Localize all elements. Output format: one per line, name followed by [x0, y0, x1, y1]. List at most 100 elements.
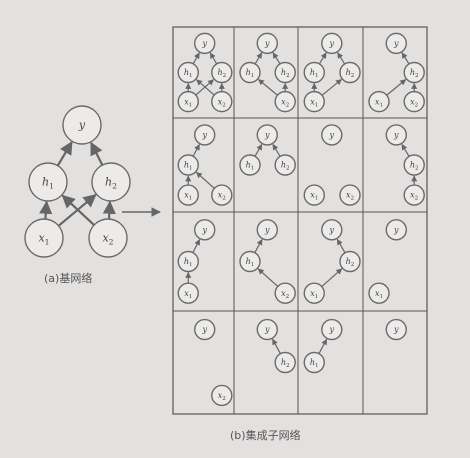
- sub14-node-h2-circle: [274, 351, 296, 374]
- sub3-edge-h1-y: [318, 52, 327, 65]
- base-node-h1-circle: [28, 162, 68, 202]
- sub1-node-y-label: y: [201, 39, 207, 48]
- sub5-node-x2-circle: [211, 184, 233, 206]
- sub3-node-h1-label: h1: [310, 68, 319, 79]
- sub9-node-x1: x1: [177, 282, 199, 304]
- grid-border: [172, 26, 428, 415]
- sub7-node-y-label: y: [329, 131, 335, 140]
- sub7-node-x2-circle: [339, 184, 361, 206]
- sub15-node-y-circle: [321, 318, 343, 341]
- base-node-x2: x2: [88, 218, 128, 258]
- sub1-node-x1-label: x1: [184, 97, 192, 108]
- base-node-y-circle: [62, 105, 102, 145]
- sub10-edge-x2-h1: [257, 268, 279, 287]
- sub11-node-h2-circle: [339, 250, 361, 273]
- sub11-node-y-label: y: [329, 225, 335, 234]
- subnetwork-cell: yh2: [256, 318, 296, 374]
- sub1-node-x2-label: x2: [218, 97, 227, 108]
- sub1-node-h1: h1: [177, 61, 199, 84]
- sub4-node-h2-circle: [403, 61, 425, 84]
- sub16-node-y-circle: [385, 318, 407, 341]
- sub6-edge-h2-y: [272, 143, 281, 157]
- sub4-edge-h2-y: [401, 52, 410, 65]
- sub1-node-x1-circle: [177, 90, 199, 113]
- sub5-node-h1: h1: [177, 154, 199, 176]
- sub7-node-x1-circle: [303, 184, 325, 206]
- sub5-node-x1-circle: [177, 184, 199, 206]
- sub7-node-x2-label: x2: [346, 191, 355, 202]
- sub10-node-x2-label: x2: [281, 289, 290, 300]
- sub13-node-x2-circle: [211, 384, 233, 407]
- sub11-node-h2-label: h2: [346, 257, 355, 268]
- sub5-node-h1-label: h1: [184, 161, 193, 172]
- base-node-x1-label: x1: [38, 232, 49, 247]
- sub12-node-x1: x1: [368, 282, 390, 304]
- sub13-node-x2: x2: [211, 384, 233, 407]
- sub11-node-y-circle: [321, 219, 343, 241]
- sub2-node-h2-circle: [274, 61, 296, 84]
- sub6-node-h1-label: h1: [246, 161, 255, 172]
- sub8-node-x2-label: x2: [410, 191, 419, 202]
- sub11-edge-x1-h2: [321, 268, 343, 287]
- sub12-node-y: y: [385, 219, 407, 241]
- sub5-node-x2: x2: [211, 184, 233, 206]
- sub1-node-y: y: [194, 32, 216, 55]
- sub14-node-h2: h2: [274, 351, 296, 374]
- sub5-node-y-label: y: [201, 131, 207, 140]
- subnetwork-cell: y h1 h2 x1 x2: [177, 32, 233, 113]
- sub14-node-y-circle: [256, 318, 278, 341]
- subnetwork-cell: y h1 h2 x2: [239, 32, 296, 113]
- sub3-node-y-circle: [321, 32, 343, 55]
- sub4-node-h2-label: h2: [410, 68, 419, 79]
- sub15-node-h1-label: h1: [310, 358, 319, 369]
- sub10-node-y-label: y: [264, 225, 270, 234]
- sub3-node-x1: x1: [303, 90, 325, 113]
- sub3-edge-x1-h2: [321, 78, 342, 96]
- sub1-node-h2: h2: [211, 61, 233, 84]
- sub2-node-h2-label: h2: [281, 68, 290, 79]
- sub2-edge-h1-y: [254, 52, 263, 65]
- sub3-node-h2: h2: [339, 61, 361, 84]
- sub8-edge-h2-y: [401, 143, 410, 157]
- sub3-node-x1-circle: [303, 90, 325, 113]
- sub4-edge-x1-h2: [386, 79, 407, 96]
- sub6-node-y-circle: [256, 124, 278, 146]
- sub4-node-x1-label: x1: [375, 97, 383, 108]
- base-edge-x2-h1: [61, 194, 95, 226]
- sub13-node-y-circle: [194, 318, 216, 341]
- sub4-node-h2: h2: [403, 61, 425, 84]
- sub5-edge-x2-h1: [195, 171, 215, 189]
- sub2-node-y-circle: [256, 32, 278, 55]
- sub2-node-x2-circle: [274, 90, 296, 113]
- subnetwork-cell: y x1: [368, 219, 407, 304]
- sub1-node-x2: x2: [211, 90, 233, 113]
- sub12-node-y-label: y: [393, 225, 399, 234]
- base-node-y: y: [62, 105, 102, 145]
- sub3-node-h2-label: h2: [346, 68, 355, 79]
- sub2-node-x2-label: x2: [281, 97, 290, 108]
- base-edge-x1-h1: [39, 200, 53, 220]
- base-node-h1: h1: [28, 162, 68, 202]
- sub5-node-y: y: [194, 124, 216, 146]
- sub15-edge-h1-y: [318, 338, 328, 354]
- sub8-node-x2: x2: [403, 184, 425, 206]
- sub13-node-y: y: [194, 318, 216, 341]
- sub7-node-x1-label: x1: [310, 191, 318, 202]
- sub2-node-h1: h1: [239, 61, 261, 84]
- sub16-node-y: y: [385, 318, 407, 341]
- sub8-node-y: y: [385, 124, 407, 146]
- sub11-node-h2: h2: [339, 250, 361, 273]
- sub1-node-h2-circle: [211, 61, 233, 84]
- sub2-node-y-label: y: [264, 39, 270, 48]
- sub15-node-h1-circle: [303, 351, 325, 374]
- sub7-node-x1: x1: [303, 184, 325, 206]
- base-node-y-label: y: [78, 119, 86, 132]
- sub14-node-h2-label: h2: [281, 358, 290, 369]
- base-edge-x2-h2: [102, 200, 116, 220]
